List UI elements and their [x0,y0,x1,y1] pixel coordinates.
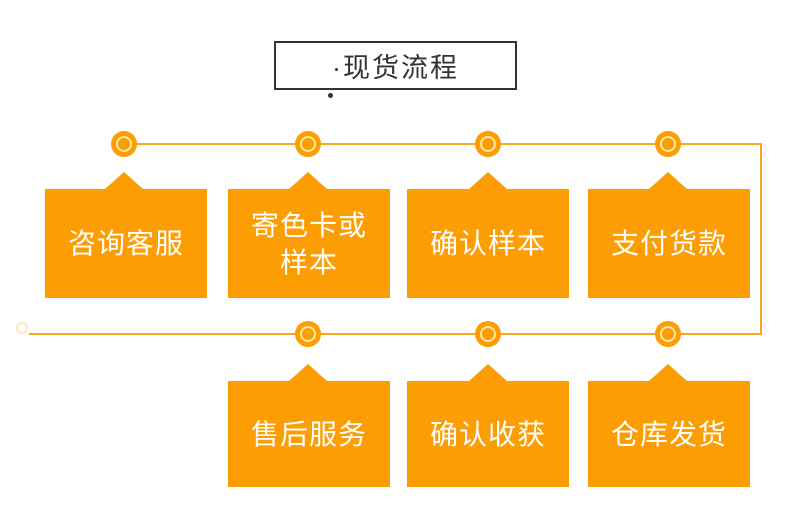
node-ring-icon [660,136,676,152]
timeline-node-7 [295,321,321,347]
pointer-up-icon [289,172,327,189]
step-label: 确认收获 [429,418,546,450]
pointer-up-icon [469,364,507,381]
node-ring-icon [480,326,496,342]
pointer-up-icon [105,172,143,189]
step-label: 支付货款 [610,228,727,259]
step-label: 仓库发货 [610,418,727,450]
step-box-after-sales-service: 售后服务 [228,381,390,487]
timeline-rail-row1 [124,143,762,145]
pointer-up-icon [469,172,507,189]
timeline-rail-row2 [29,333,762,335]
step-box-consult-service: 咨询客服 [45,189,207,298]
pointer-up-icon [649,364,687,381]
pointer-up-icon [289,364,327,381]
timeline-node-6 [475,321,501,347]
step-label: 确认样本 [429,228,546,259]
node-ring-icon [116,136,132,152]
title-box: ·现货流程 [274,41,517,90]
timeline-node-4 [655,131,681,157]
timeline-node-3 [475,131,501,157]
node-ring-icon [300,136,316,152]
step-box-warehouse-ship: 仓库发货 [588,381,750,487]
node-ring-icon [660,326,676,342]
node-ring-icon [300,326,316,342]
step-label: 售后服务 [250,418,367,450]
page-title: ·现货流程 [332,53,459,83]
step-box-confirm-receipt: 确认收获 [407,381,569,487]
node-ring-icon [480,136,496,152]
ghost-node-icon [16,322,28,334]
step-label: 咨询客服 [67,228,184,259]
timeline-rail-right-connector [760,143,762,335]
step-box-pay-for-goods: 支付货款 [588,189,750,298]
timeline-node-1 [111,131,137,157]
step-label: 寄色卡或样本 [250,209,367,278]
timeline-node-5 [655,321,681,347]
step-box-send-color-card-or-sample: 寄色卡或样本 [228,189,390,298]
stray-dot-decoration [328,93,333,98]
timeline-node-2 [295,131,321,157]
step-box-confirm-sample: 确认样本 [407,189,569,298]
pointer-up-icon [649,172,687,189]
